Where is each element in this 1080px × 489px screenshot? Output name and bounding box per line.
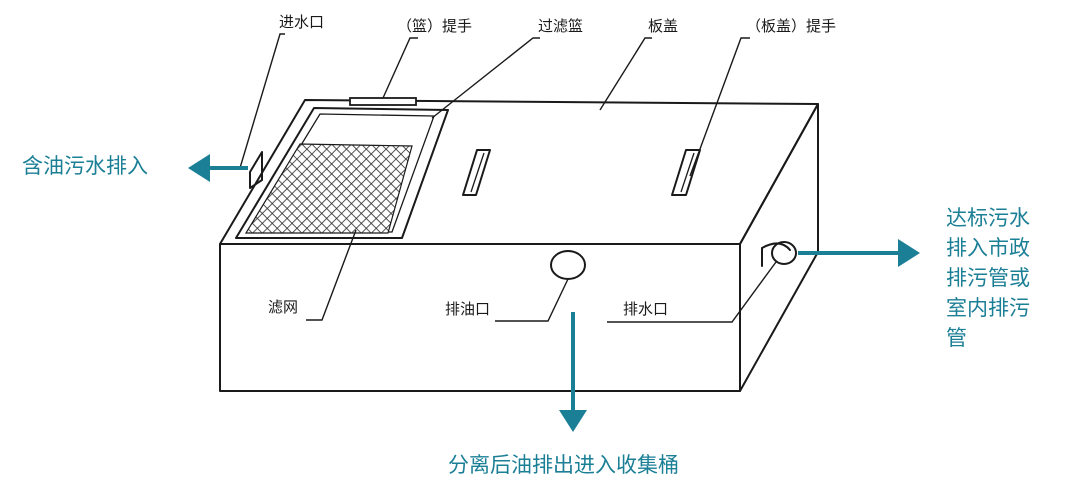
inflow-arrow-head — [188, 154, 210, 182]
cover-slots — [462, 149, 701, 196]
leader-oil-outlet — [495, 278, 569, 322]
label-filter-mesh: 滤网 — [268, 298, 298, 316]
label-cover: 板盖 — [648, 17, 678, 35]
inlet-pipe — [249, 151, 263, 189]
leader-water-outlet — [607, 261, 777, 323]
leader-cover — [599, 37, 652, 111]
leader-basket-handle — [382, 37, 418, 99]
label-outflow-line-3: 排污管或 — [946, 266, 1030, 290]
label-outflow-line-5: 管 — [946, 326, 967, 350]
label-outflow-line-1: 达标污水 — [946, 206, 1030, 230]
label-inflow: 含油污水排入 — [22, 154, 148, 178]
basket-rim — [235, 107, 449, 239]
label-oil-outlet: 排油口 — [445, 300, 490, 318]
flow-labels: 含油污水排入 达标污水 排入市政 排污管或 室内排污 管 分离后油排出进入收集桶 — [22, 154, 1030, 477]
label-filter-basket: 过滤篮 — [538, 17, 583, 35]
label-basket-handle: （篮）提手 — [397, 17, 472, 35]
leader-inlet — [239, 33, 285, 169]
basket-handle-bar — [349, 97, 417, 106]
oil-arrow-head — [559, 410, 587, 432]
label-oil-collect: 分离后油排出进入收集桶 — [448, 453, 679, 477]
tank-top-face — [219, 99, 819, 245]
leader-lines — [239, 33, 777, 323]
leader-filter-basket — [431, 37, 540, 119]
label-cover-handle: （板盖）提手 — [746, 17, 836, 35]
leader-filter-mesh — [306, 229, 357, 321]
cover-slot-left — [462, 149, 491, 196]
filter-basket — [235, 97, 449, 239]
filter-mesh-area — [244, 143, 413, 234]
outflow-arrow-head — [898, 239, 920, 267]
label-inlet: 进水口 — [279, 13, 324, 31]
label-water-outlet: 排水口 — [623, 300, 668, 318]
leader-cover-handle — [689, 37, 750, 177]
tank-right-face — [739, 103, 819, 392]
label-outflow-line-2: 排入市政 — [946, 236, 1030, 260]
oil-outlet-port — [550, 250, 586, 280]
flow-arrows — [188, 154, 920, 432]
water-outlet-pipe — [761, 241, 797, 267]
cover-slot-right — [671, 149, 701, 196]
label-outflow-line-4: 室内排污 — [946, 296, 1030, 320]
component-labels: 进水口 （篮）提手 过滤篮 板盖 （板盖）提手 滤网 排油口 排水口 — [268, 13, 836, 318]
